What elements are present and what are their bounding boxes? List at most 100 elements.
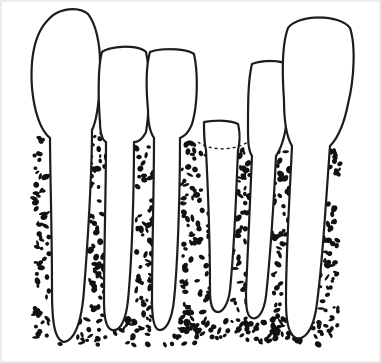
bone-speckle bbox=[314, 340, 323, 349]
tooth-6 bbox=[283, 18, 354, 339]
bone-speckle bbox=[186, 172, 194, 178]
bone-speckle bbox=[33, 205, 40, 212]
bone-speckle bbox=[34, 167, 38, 170]
bone-speckle bbox=[45, 241, 50, 246]
bone-speckle bbox=[87, 333, 94, 339]
bone-speckle bbox=[194, 279, 200, 283]
bone-speckle bbox=[236, 307, 240, 313]
bone-speckle bbox=[96, 146, 101, 153]
bone-speckle bbox=[189, 231, 193, 235]
bone-speckle bbox=[140, 233, 144, 237]
bone-speckle bbox=[134, 183, 142, 191]
bone-speckle bbox=[138, 264, 143, 269]
bone-speckle bbox=[218, 335, 223, 340]
bone-speckle bbox=[40, 320, 46, 325]
bone-speckle bbox=[137, 213, 143, 218]
bone-speckle bbox=[235, 318, 241, 323]
bone-speckle bbox=[134, 217, 138, 223]
bone-speckle bbox=[144, 258, 152, 263]
bone-speckle bbox=[135, 298, 140, 303]
bone-speckle bbox=[76, 334, 80, 340]
bone-speckle bbox=[188, 256, 195, 264]
bone-speckle bbox=[93, 134, 98, 138]
bone-speckle bbox=[182, 289, 189, 294]
bone-speckle bbox=[271, 290, 276, 296]
bone-speckle bbox=[191, 339, 198, 346]
bone-speckle bbox=[44, 333, 50, 339]
bone-speckle bbox=[222, 317, 230, 326]
bone-speckle bbox=[45, 294, 48, 299]
bone-speckle bbox=[242, 226, 248, 232]
bone-speckle bbox=[32, 181, 40, 189]
bone-speckle bbox=[145, 298, 149, 302]
bone-speckle bbox=[186, 223, 191, 228]
bone-speckle bbox=[198, 309, 207, 315]
bone-speckle bbox=[282, 150, 289, 153]
bone-speckle bbox=[209, 334, 214, 339]
bone-speckle bbox=[243, 185, 247, 190]
bone-speckle bbox=[204, 270, 209, 277]
bone-speckle bbox=[216, 327, 222, 336]
bone-speckle bbox=[245, 337, 251, 343]
bone-speckle bbox=[35, 170, 40, 175]
bone-speckle bbox=[236, 254, 241, 261]
bone-speckle bbox=[96, 327, 102, 333]
bone-speckle bbox=[144, 152, 148, 159]
bone-speckle bbox=[324, 274, 330, 282]
bone-speckle bbox=[92, 253, 100, 262]
bone-speckle bbox=[169, 341, 175, 347]
bone-speckle bbox=[95, 342, 100, 347]
bone-speckle bbox=[194, 333, 200, 340]
bone-speckle bbox=[320, 299, 326, 303]
bone-speckle bbox=[332, 306, 336, 309]
bone-speckle bbox=[130, 342, 137, 349]
bone-speckle bbox=[239, 332, 245, 338]
bone-speckle bbox=[92, 228, 100, 236]
bone-speckle bbox=[214, 335, 220, 341]
bone-speckle bbox=[222, 333, 227, 338]
bone-speckle bbox=[181, 254, 185, 259]
bone-speckle bbox=[282, 212, 286, 217]
bone-speckle bbox=[97, 295, 103, 301]
bone-speckle bbox=[83, 316, 92, 322]
bone-speckle bbox=[85, 338, 89, 342]
bone-speckle bbox=[86, 326, 92, 333]
bone-speckle bbox=[141, 177, 149, 184]
bone-speckle bbox=[278, 302, 282, 306]
bone-speckle bbox=[242, 200, 248, 206]
bone-speckle bbox=[144, 340, 152, 348]
bone-speckle bbox=[275, 245, 282, 250]
bone-speckle bbox=[280, 331, 284, 337]
bone-speckle bbox=[181, 341, 188, 347]
bone-speckle bbox=[196, 197, 203, 204]
bone-speckle bbox=[125, 340, 131, 345]
bone-speckle bbox=[273, 302, 278, 308]
bone-speckle bbox=[36, 157, 42, 163]
bone-speckle bbox=[191, 165, 199, 173]
bone-speckle bbox=[329, 285, 333, 290]
bone-speckle bbox=[277, 192, 284, 198]
bone-speckle bbox=[44, 274, 49, 280]
tooth-5 bbox=[246, 61, 289, 318]
bone-speckle bbox=[136, 164, 144, 172]
bone-speckle bbox=[243, 238, 248, 245]
bone-speckle bbox=[162, 341, 168, 348]
bone-speckle bbox=[198, 150, 204, 157]
tooth-3 bbox=[147, 49, 197, 330]
bone-speckle bbox=[149, 318, 152, 322]
bone-speckle bbox=[273, 260, 283, 269]
bone-speckle bbox=[334, 322, 340, 328]
bone-speckle bbox=[103, 335, 109, 340]
bone-speckle bbox=[324, 292, 331, 298]
bone-speckle bbox=[336, 160, 343, 167]
bone-speckle bbox=[323, 323, 329, 328]
bone-speckle bbox=[98, 158, 103, 164]
bone-speckle bbox=[99, 154, 102, 158]
bone-speckle bbox=[280, 203, 286, 209]
bone-speckle bbox=[195, 173, 201, 179]
bone-speckle bbox=[278, 240, 286, 248]
bone-speckle bbox=[97, 238, 104, 246]
bone-speckle bbox=[192, 156, 197, 162]
bone-speckle bbox=[96, 199, 102, 204]
